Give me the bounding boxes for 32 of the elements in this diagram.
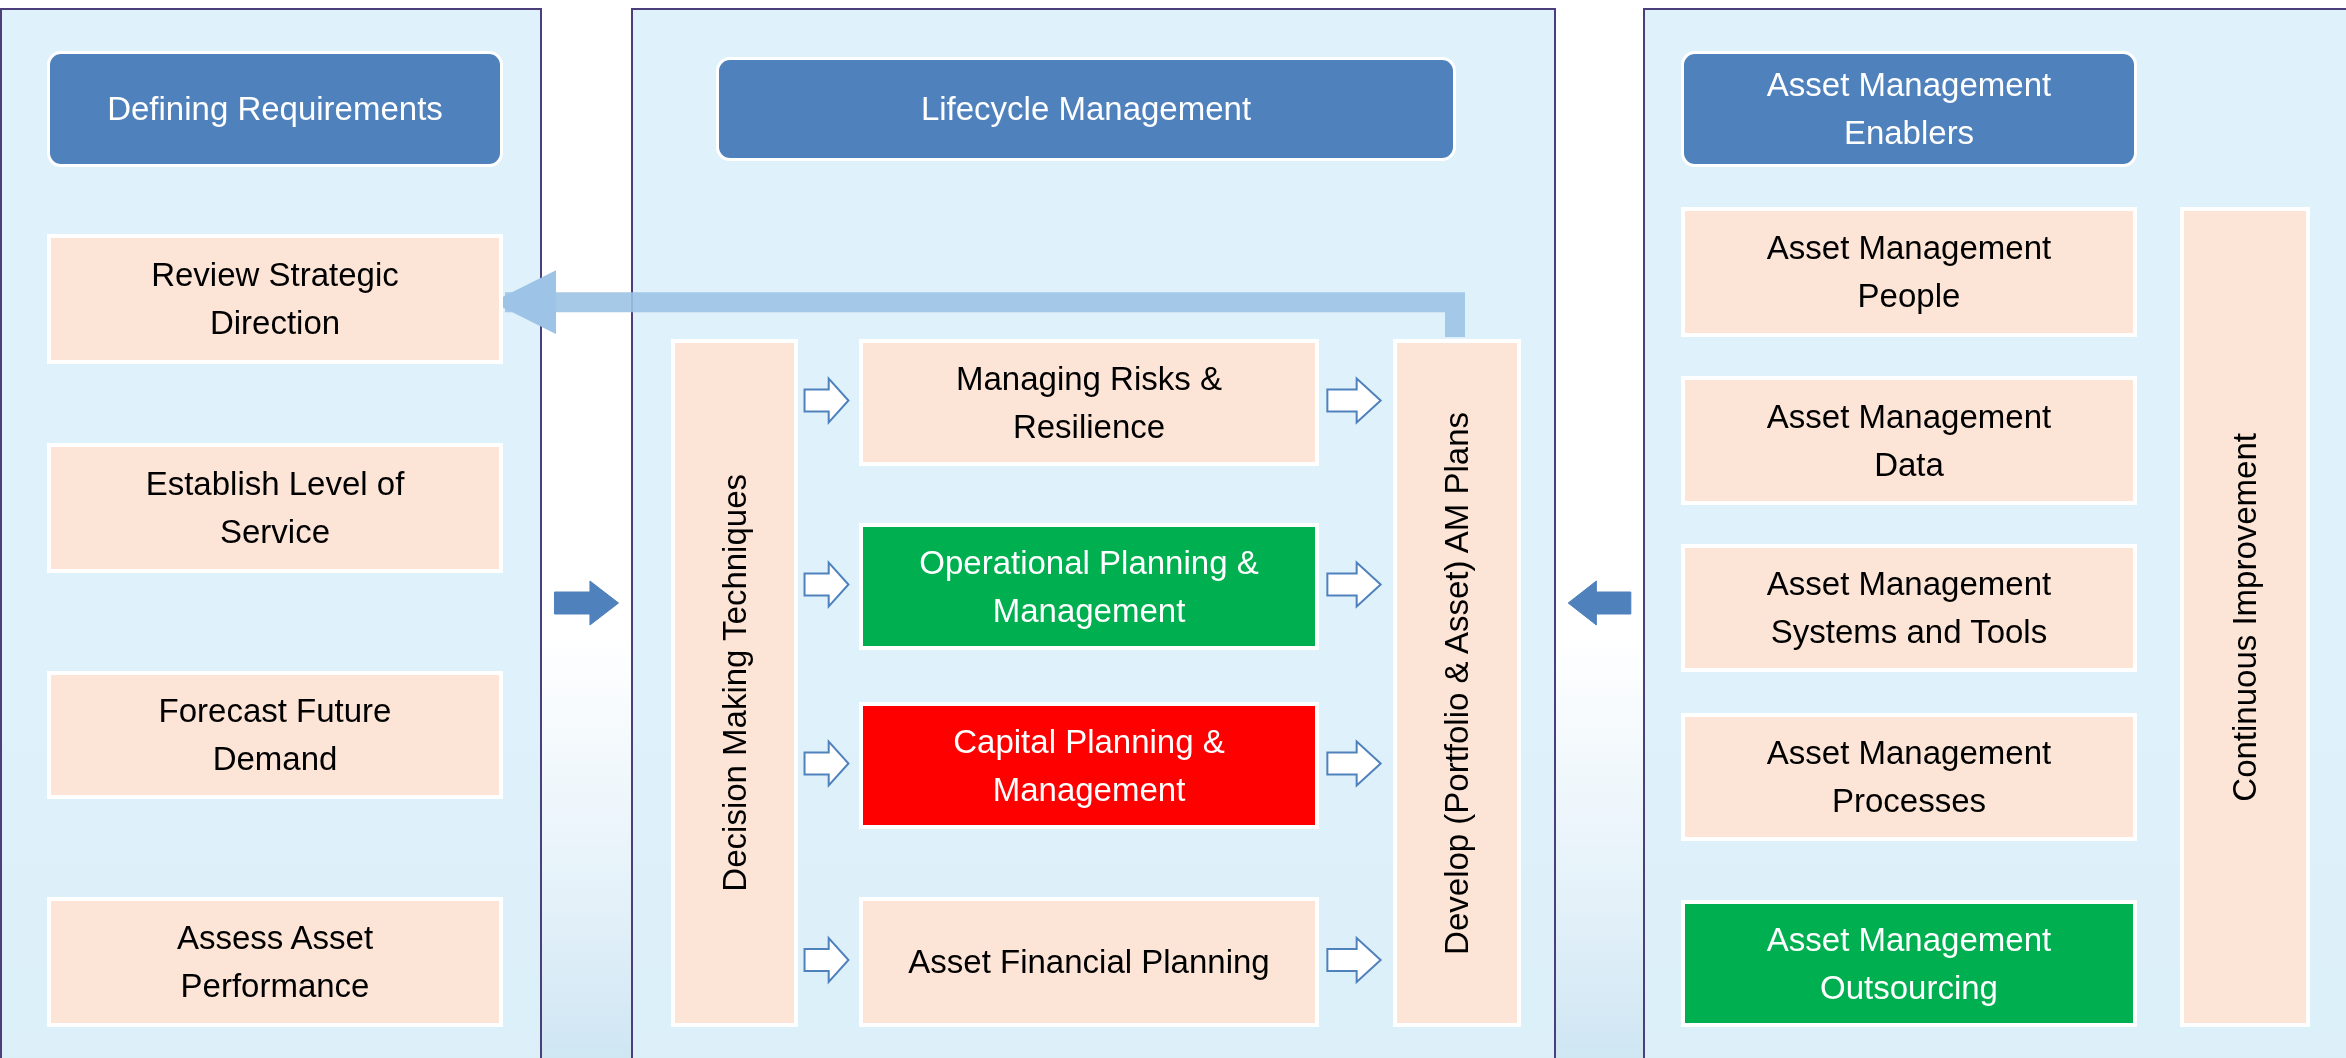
header-box: Defining Requirements (47, 51, 503, 167)
block-arrow (1326, 935, 1383, 985)
process-box: Decision Making Techniques (671, 339, 798, 1027)
process-box: Operational Planning & Management (859, 523, 1319, 650)
process-box: Asset Management Outsourcing (1681, 900, 2137, 1027)
block-arrow (803, 738, 850, 789)
process-box: Continuous Improvement (2180, 207, 2310, 1027)
header-box: Asset Management Enablers (1681, 51, 2137, 167)
panel (0, 8, 542, 1058)
block-arrow (1326, 739, 1383, 788)
process-box: Asset Management Data (1681, 376, 2137, 505)
process-box: Asset Financial Planning (859, 897, 1319, 1027)
block-arrow (553, 580, 620, 626)
process-box: Assess Asset Performance (47, 897, 503, 1027)
block-arrow (803, 935, 850, 985)
process-box: Establish Level of Service (47, 443, 503, 573)
block-arrow (1326, 376, 1383, 425)
process-box: Asset Management Systems and Tools (1681, 544, 2137, 672)
process-box: Forecast Future Demand (47, 671, 503, 799)
process-box: Managing Risks & Resilience (859, 339, 1319, 466)
block-arrow (1567, 580, 1632, 626)
block-arrow (803, 375, 850, 426)
panel (631, 8, 1556, 1058)
process-box: Capital Planning & Management (859, 702, 1319, 829)
block-arrow (1326, 560, 1383, 609)
header-box: Lifecycle Management (716, 57, 1456, 161)
process-box: Asset Management Processes (1681, 713, 2137, 841)
block-arrow (803, 559, 850, 610)
process-box: Asset Management People (1681, 207, 2137, 337)
panel (1643, 8, 2346, 1058)
process-box: Review Strategic Direction (47, 234, 503, 364)
process-box: Develop (Portfolio & Asset) AM Plans (1393, 339, 1521, 1027)
